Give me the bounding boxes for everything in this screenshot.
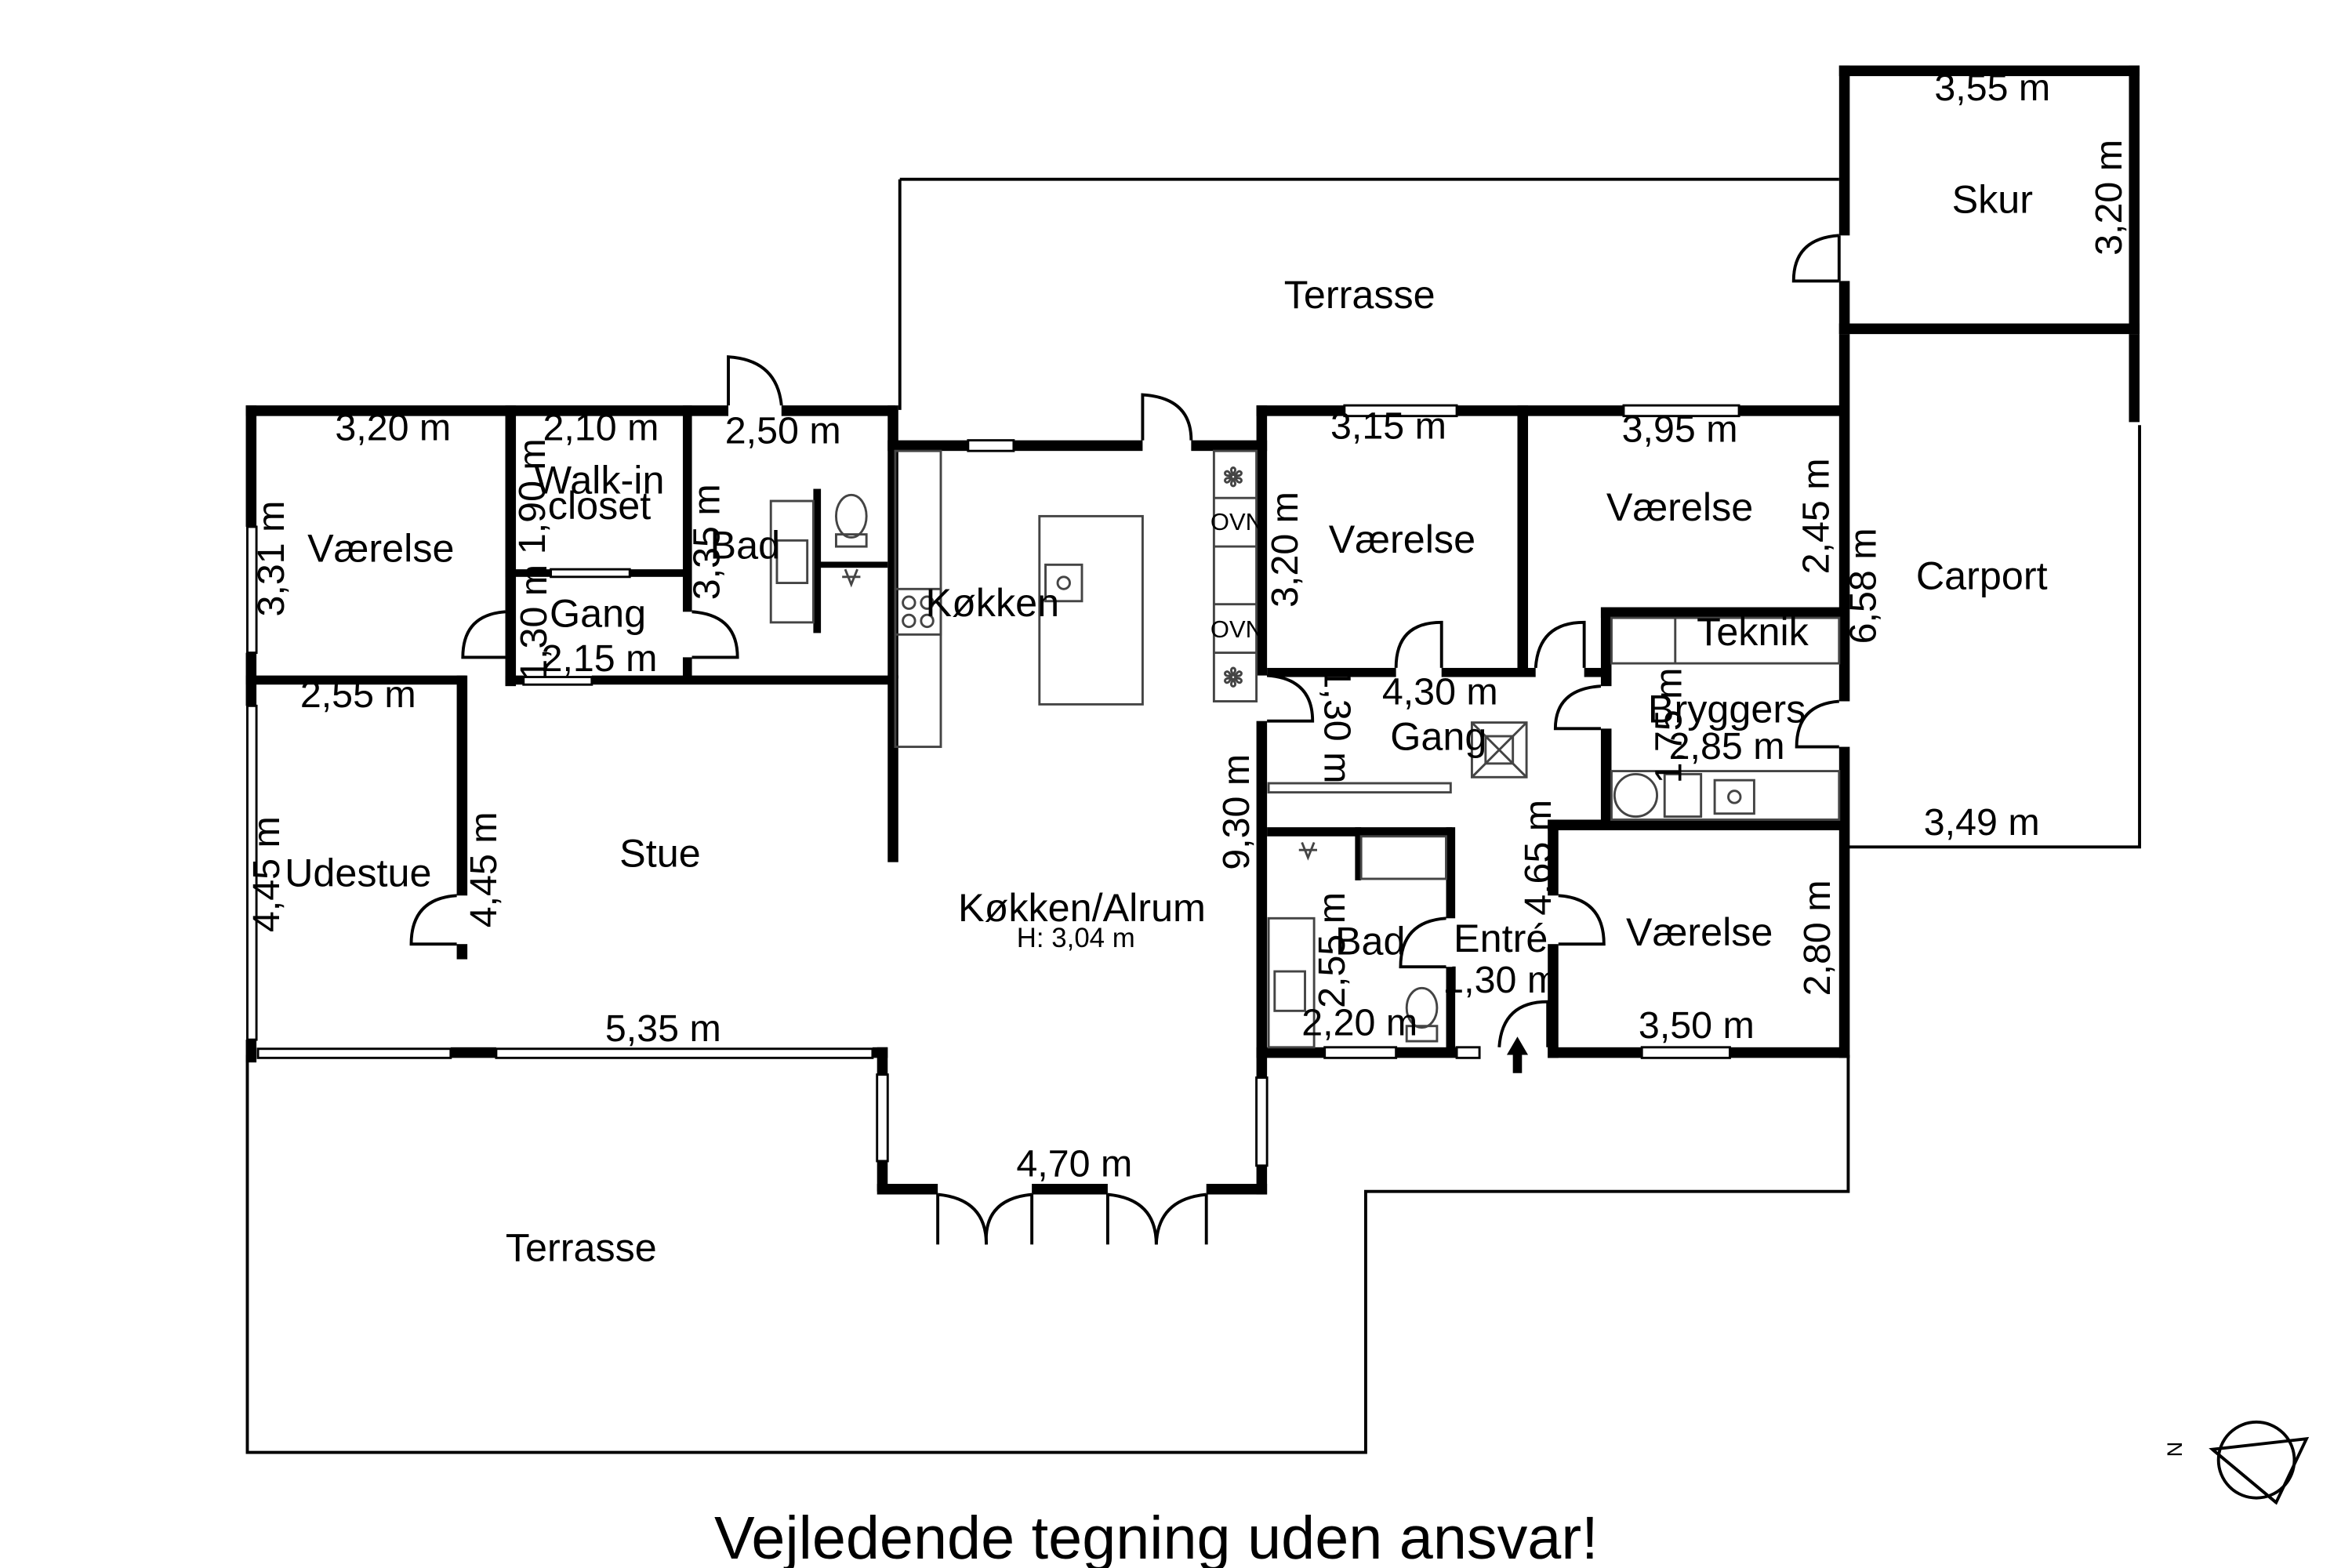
- room-teknik: Teknik: [1697, 609, 1809, 654]
- dim-udestue-h: 4,45 m: [245, 816, 288, 932]
- utility-fixtures: [1610, 616, 1841, 821]
- dim-carport-w: 3,49 m: [1924, 801, 2040, 844]
- room-bad-bottom: Bad: [1335, 919, 1406, 964]
- dim-carport-h: 6,58 m: [1842, 528, 1884, 644]
- dim-entre-w: 1,30 m: [1443, 959, 1559, 1001]
- room-bad-top: Bad: [710, 523, 781, 568]
- kitchen-fixtures: ✻ ✻: [894, 449, 1258, 749]
- room-height-note: H: 3,04 m: [1017, 923, 1135, 953]
- terrace-bottom-outline: [245, 1054, 1850, 1454]
- outer-walls: [245, 334, 2140, 1195]
- dim-vaerelse-mid-w: 3,15 m: [1330, 405, 1446, 448]
- dim-alrum-h: 9,30 m: [1215, 754, 1258, 870]
- dim-bad-top-w: 2,50 m: [725, 409, 841, 452]
- room-vaerelse-left: Værelse: [307, 525, 454, 570]
- room-skur: Skur: [1952, 176, 2033, 221]
- svg-text:✻: ✻: [1223, 664, 1243, 691]
- room-stue: Stue: [619, 830, 701, 875]
- room-walkin-line1: Walk-in: [535, 457, 665, 502]
- dim-vaerelse-bottom-h: 2,80 m: [1796, 880, 1838, 996]
- svg-text:✻: ✻: [1223, 464, 1243, 492]
- windows: [246, 404, 1740, 1167]
- dim-udestue-w: 2,55 m: [300, 673, 416, 716]
- dim-stue-h: 4,45 m: [463, 811, 505, 927]
- room-terrasse-bottom: Terrasse: [506, 1225, 657, 1270]
- dim-gang-mid-w: 4,30 m: [1382, 670, 1498, 713]
- dim-gang-mid-h: 1,30 m: [1316, 668, 1359, 784]
- dim-walkin-h: 1,90 m: [511, 438, 554, 554]
- dim-vaerelse-mid-h: 3,20 m: [1264, 492, 1306, 608]
- room-koekken: Køkken: [926, 580, 1060, 625]
- oven-label-1: OVN: [1210, 508, 1263, 535]
- room-vaerelse-bottom: Værelse: [1626, 909, 1773, 954]
- dim-bad-bottom-h: 2,55 m: [1311, 892, 1353, 1008]
- dim-bad-top-h: 3,35 m: [685, 484, 728, 600]
- carport-outline: [1848, 425, 2141, 849]
- room-terrasse-top: Terrasse: [1284, 272, 1436, 317]
- dim-vaerelse-bottom-w: 3,50 m: [1639, 1004, 1755, 1047]
- compass-icon: [2209, 1420, 2310, 1505]
- entrance-arrow-icon: [1506, 1036, 1529, 1073]
- dim-vaerelse-left-w: 3,20 m: [335, 407, 451, 449]
- shed-walls: [1838, 65, 2140, 335]
- room-entre: Entré: [1454, 916, 1548, 960]
- room-vaerelse-mid: Værelse: [1329, 517, 1475, 561]
- compass-north-label: N: [2162, 1442, 2187, 1457]
- dim-skur-h: 3,20 m: [2088, 140, 2130, 256]
- dim-stue-w: 5,35 m: [605, 1007, 721, 1050]
- terrace-top-outline: [898, 177, 1839, 410]
- room-carport: Carport: [1916, 553, 2048, 597]
- interior-walls: [245, 405, 1849, 1058]
- room-gang-left: Gang: [550, 591, 646, 636]
- room-vaerelse-right: Værelse: [1606, 485, 1753, 529]
- bath-fixtures: [769, 493, 1452, 1049]
- dim-bryggers-w: 2,85 m: [1669, 725, 1785, 768]
- dim-vaerelse-right-w: 3,95 m: [1622, 408, 1738, 451]
- room-bryggers: Bryggers: [1648, 687, 1806, 731]
- doors: [409, 234, 1841, 1245]
- room-walkin-line2: closet: [548, 483, 651, 528]
- dim-gang-left-h: 1,30 m: [513, 564, 555, 681]
- dim-vaerelse-right-h: 2,45 m: [1795, 458, 1837, 574]
- dim-vaerelse-left-h: 3,31 m: [250, 501, 292, 617]
- dim-gang-left-w: 2,15 m: [542, 637, 658, 680]
- dim-skur-w: 3,55 m: [1934, 67, 2050, 109]
- dim-bryggers-h: 1,75 m: [1648, 668, 1690, 784]
- room-koekken-alrum: Køkken/Alrum: [958, 885, 1206, 930]
- oven-label-2: OVN: [1210, 615, 1263, 643]
- dim-walkin-w: 2,10 m: [543, 407, 659, 449]
- room-gang-mid: Gang: [1390, 713, 1486, 758]
- skylight-icon: [1470, 721, 1528, 779]
- room-udestue: Udestue: [285, 851, 431, 895]
- dim-entre-h: 4,65 m: [1517, 800, 1559, 916]
- dim-bay-w: 4,70 m: [1016, 1142, 1132, 1185]
- dim-bad-bottom-w: 2,20 m: [1301, 1001, 1417, 1044]
- disclaimer-footer: Vejledende tegning uden ansvar!: [714, 1504, 1599, 1568]
